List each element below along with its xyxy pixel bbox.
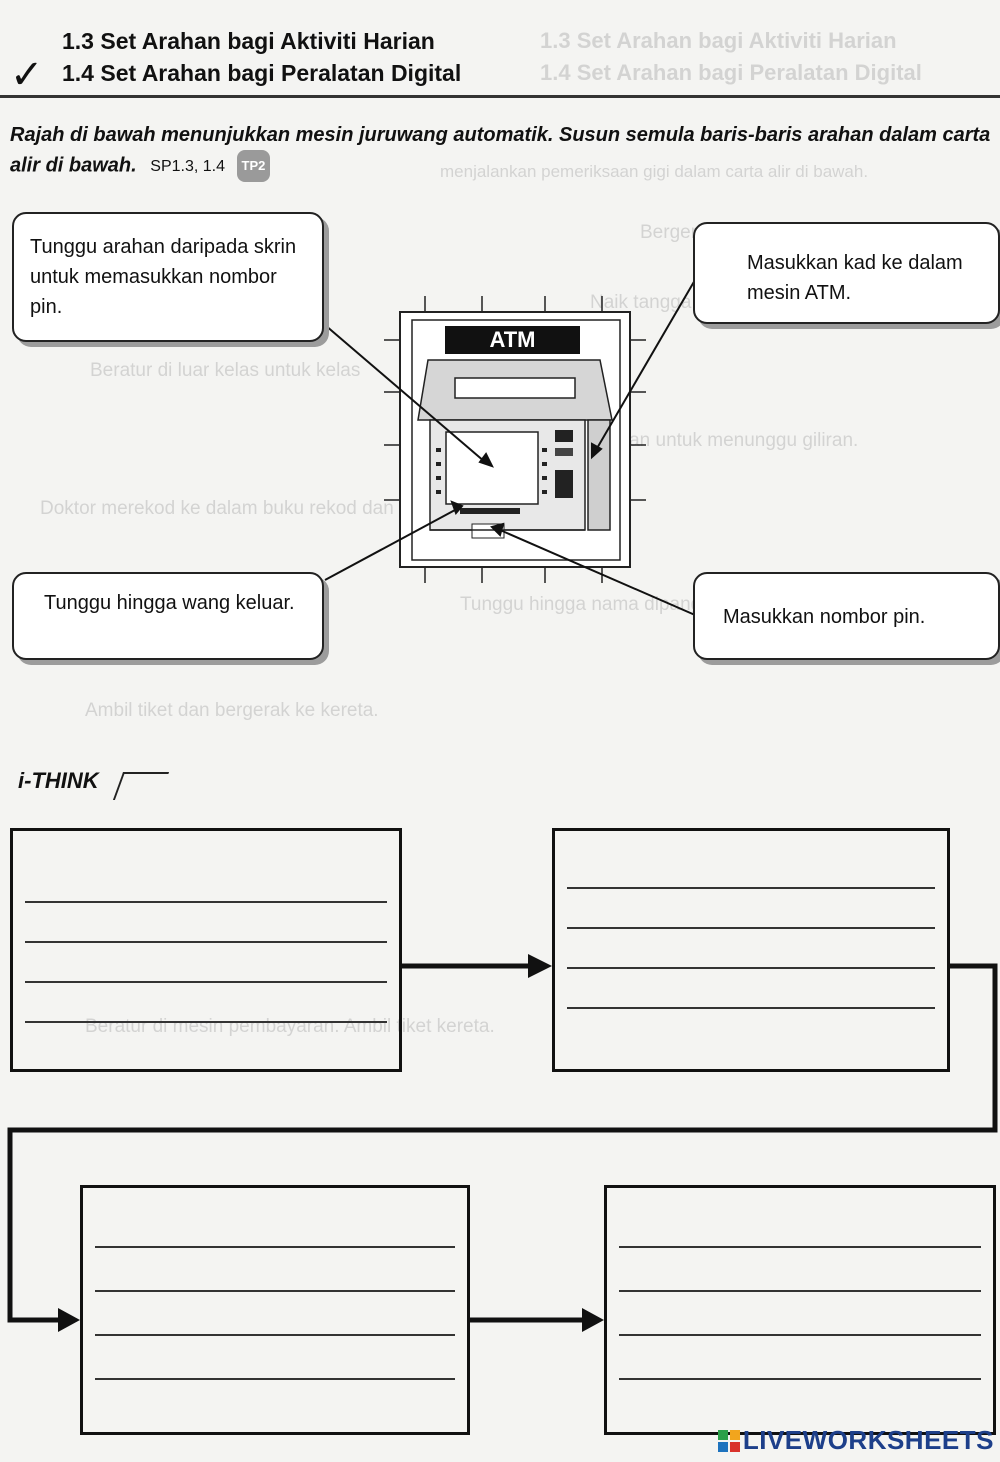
- callout-connectors: [324, 279, 696, 616]
- atm-sign: ATM: [445, 326, 580, 354]
- answer-line[interactable]: [619, 1378, 981, 1380]
- flow-box-2: [552, 828, 950, 1072]
- answer-line[interactable]: [25, 981, 387, 983]
- callout-enter-pin: Masukkan nombor pin.: [693, 572, 1000, 660]
- standard-codes: SP1.3, 1.4: [150, 158, 225, 176]
- answer-line[interactable]: [25, 1021, 387, 1023]
- answer-line[interactable]: [567, 887, 935, 889]
- answer-line[interactable]: [95, 1246, 455, 1248]
- answer-line[interactable]: [95, 1378, 455, 1380]
- flow-box-3: [80, 1185, 470, 1435]
- ghost-text: Ambil tiket dan bergerak ke kereta.: [85, 700, 379, 721]
- ghost-text: 1.4 Set Arahan bagi Peralatan Digital: [540, 60, 922, 85]
- answer-line[interactable]: [25, 941, 387, 943]
- ghost-text: 1.3 Set Arahan bagi Aktiviti Harian: [540, 28, 897, 53]
- answer-line[interactable]: [95, 1290, 455, 1292]
- ghost-text: menjalankan pemeriksaan gigi dalam carta…: [440, 162, 869, 181]
- liveworksheets-logo[interactable]: LIVEWORKSHEETS: [717, 1425, 994, 1456]
- flow-box-4: [604, 1185, 996, 1435]
- section-heading-1-4: 1.4 Set Arahan bagi Peralatan Digital: [62, 60, 462, 86]
- answer-line[interactable]: [95, 1334, 455, 1336]
- section-heading-1-3: 1.3 Set Arahan bagi Aktiviti Harian: [62, 28, 435, 54]
- answer-line[interactable]: [619, 1334, 981, 1336]
- flow-box-1: [10, 828, 402, 1072]
- heading-rule: [0, 95, 1000, 98]
- callout-wait-pin-prompt: Tunggu arahan daripada skrin untuk memas…: [12, 212, 324, 342]
- liveworksheets-logo-icon: [717, 1430, 740, 1452]
- answer-line[interactable]: [567, 927, 935, 929]
- logo-text: LIVEWORKSHEETS: [742, 1425, 994, 1455]
- answer-line[interactable]: [619, 1290, 981, 1292]
- ghost-text: Beratur di luar kelas untuk kelas: [90, 360, 361, 381]
- atm-machine-illustration: [384, 296, 646, 583]
- answer-line[interactable]: [25, 901, 387, 903]
- callout-wait-money: Tunggu hingga wang keluar.: [12, 572, 324, 660]
- flow-arrows: [7, 954, 998, 1332]
- callout-insert-card: Masukkan kad ke dalam mesin ATM.: [693, 222, 1000, 324]
- instruction-body: Rajah di bawah menunjukkan mesin juruwan…: [10, 124, 991, 177]
- tp-badge: TP2: [236, 150, 271, 182]
- answer-line[interactable]: [619, 1246, 981, 1248]
- ithink-label: i-THINK: [18, 768, 99, 793]
- answer-line[interactable]: [567, 967, 935, 969]
- answer-line[interactable]: [567, 1007, 935, 1009]
- checkmark-icon: ✓: [10, 52, 44, 98]
- instruction-text: Rajah di bawah menunjukkan mesin juruwan…: [10, 120, 1000, 182]
